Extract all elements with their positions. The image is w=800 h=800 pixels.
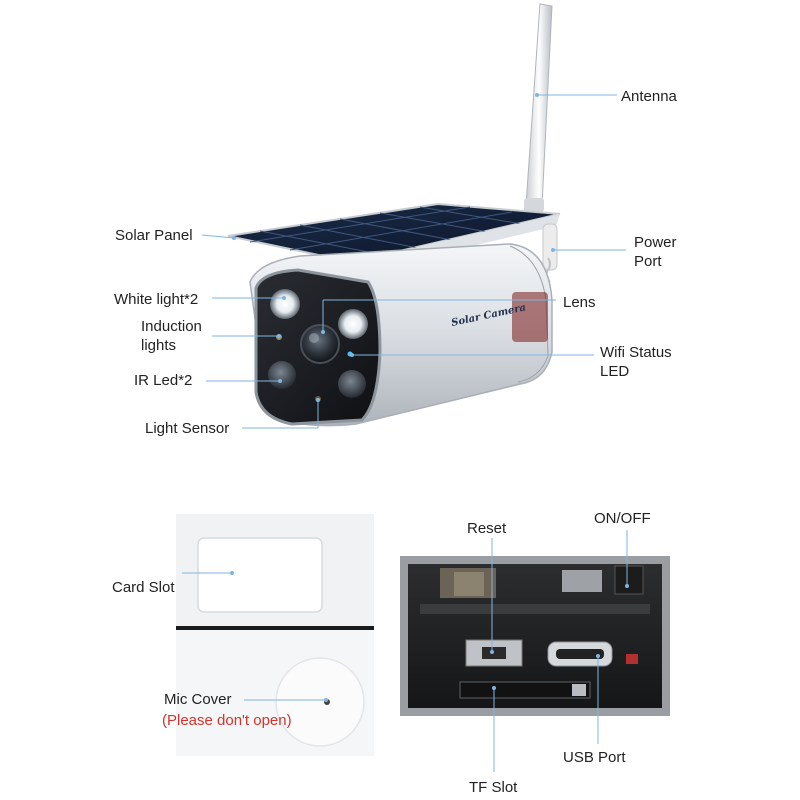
label-wifi-line2: LED (600, 363, 630, 380)
label-ir-led: IR Led*2 (134, 372, 193, 389)
label-tf-slot: TF Slot (469, 779, 518, 796)
label-power-port-line2: Port (634, 253, 662, 270)
board-panel-photo (400, 556, 670, 716)
label-card-slot: Card Slot (112, 579, 175, 596)
white-light-left (270, 289, 300, 319)
leader-lines (182, 94, 628, 772)
label-usb-port: USB Port (563, 749, 626, 766)
label-lens: Lens (563, 294, 596, 311)
power-port-part (542, 223, 558, 283)
label-induction-line1: Induction (141, 318, 202, 335)
lens-part (300, 324, 340, 364)
label-mic-cover: Mic Cover (164, 691, 232, 708)
label-induction-line2: lights (141, 337, 177, 354)
label-wifi-line1: Wifi Status (600, 344, 672, 361)
white-light-right (338, 309, 368, 339)
leader-dots (230, 93, 629, 702)
antenna-part (524, 3, 553, 212)
label-power-port-line1: Power (634, 234, 677, 251)
label-solar-panel: Solar Panel (115, 227, 193, 244)
label-white-light: White light*2 (114, 291, 199, 308)
label-on-off: ON/OFF (594, 510, 651, 527)
ir-led-right (338, 370, 366, 398)
ir-led-left (268, 361, 296, 389)
label-reset: Reset (467, 520, 507, 537)
label-mic-warning: (Please don't open) (162, 712, 292, 729)
card-panel-photo (176, 514, 374, 756)
label-antenna: Antenna (621, 88, 677, 105)
label-light-sensor: Light Sensor (145, 420, 230, 437)
